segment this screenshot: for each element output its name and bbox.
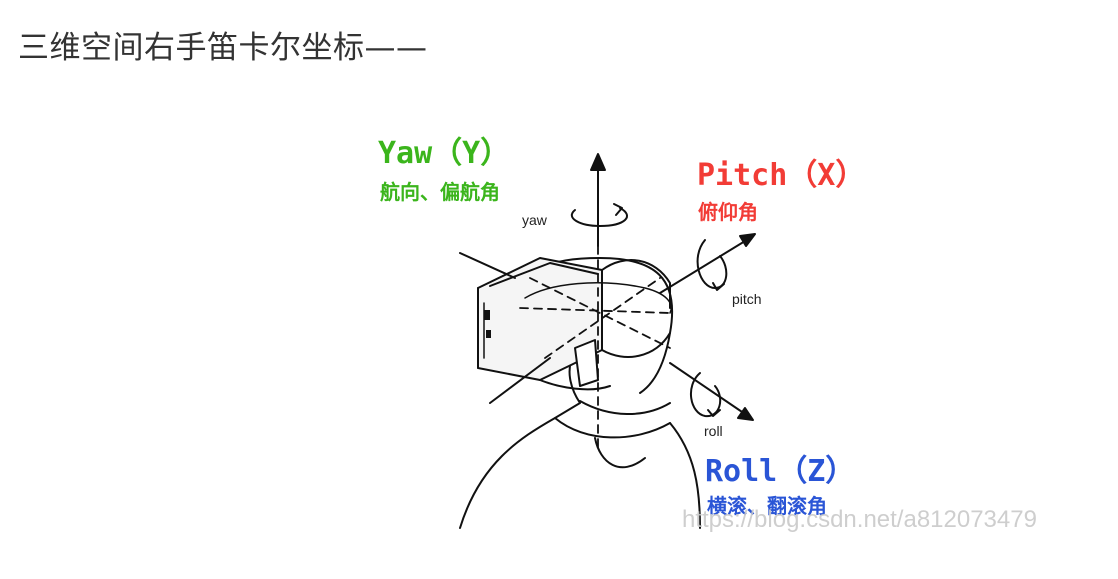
pitch-title: Pitch（X）: [697, 158, 866, 193]
roll-rotation-label: roll: [704, 423, 723, 439]
yaw-subtitle: 航向、偏航角: [380, 180, 500, 204]
source-watermark: https://blog.csdn.net/a812073479: [682, 506, 1037, 533]
vr-axes-diagram: Yaw（Y） 航向、偏航角 yaw Pitch（X） 俯仰角 pitch rol…: [370, 118, 1118, 543]
pitch-rotation-label: pitch: [732, 291, 762, 307]
roll-subtitle: 横滚、翻滚角: [707, 494, 827, 518]
vr-headset-drawing: [459, 153, 756, 529]
roll-title: Roll（Z）: [705, 454, 856, 489]
yaw-title: Yaw（Y）: [378, 136, 511, 171]
yaw-rotation-label: yaw: [522, 212, 547, 228]
page-title: 三维空间右手笛卡尔坐标——: [18, 30, 428, 66]
pitch-subtitle: 俯仰角: [698, 200, 758, 224]
